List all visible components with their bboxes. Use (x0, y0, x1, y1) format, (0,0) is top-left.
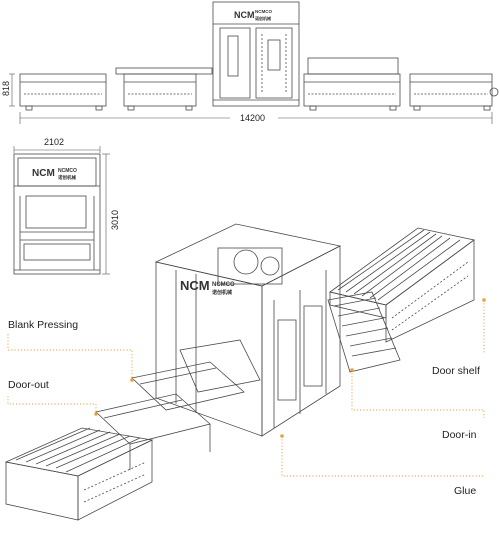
total-length-dimension: 14200 (240, 113, 265, 123)
side-dimension-lines (13, 146, 110, 275)
side-height-dimension: 3010 (110, 210, 120, 230)
svg-text:NCM: NCM (32, 168, 55, 179)
svg-text:NCM: NCM (234, 10, 255, 20)
svg-text:NCM: NCM (180, 278, 210, 293)
callout-dots (94, 298, 486, 438)
brand-logo-front: NCM NCMCO 诺创机械 (234, 9, 272, 21)
brand-logo-iso: NCM NCMCO 诺创机械 (180, 278, 235, 296)
svg-text:NCMCO: NCMCO (212, 282, 235, 288)
label-door-in: Door-in (442, 429, 477, 441)
label-door-shelf: Door shelf (432, 365, 480, 377)
svg-text:诺创机械: 诺创机械 (58, 174, 76, 181)
side-width-dimension: 2102 (44, 137, 64, 147)
label-glue: Glue (454, 485, 476, 497)
svg-text:诺创机械: 诺创机械 (212, 289, 232, 296)
front-elevation (19, 1, 499, 111)
brand-logo-side: NCM NCMCO 诺创机械 (32, 168, 77, 181)
svg-text:NCMCO: NCMCO (255, 9, 272, 14)
svg-text:NCMCO: NCMCO (58, 168, 77, 174)
isometric-view (4, 223, 475, 521)
label-door-out: Door-out (8, 379, 49, 391)
label-blank-pressing: Blank Pressing (8, 319, 78, 331)
callout-leaders (7, 300, 485, 477)
svg-text:诺创机械: 诺创机械 (255, 15, 271, 21)
side-elevation (13, 153, 101, 275)
front-height-dimension: 818 (1, 81, 11, 96)
front-dimension-lines (9, 73, 493, 124)
